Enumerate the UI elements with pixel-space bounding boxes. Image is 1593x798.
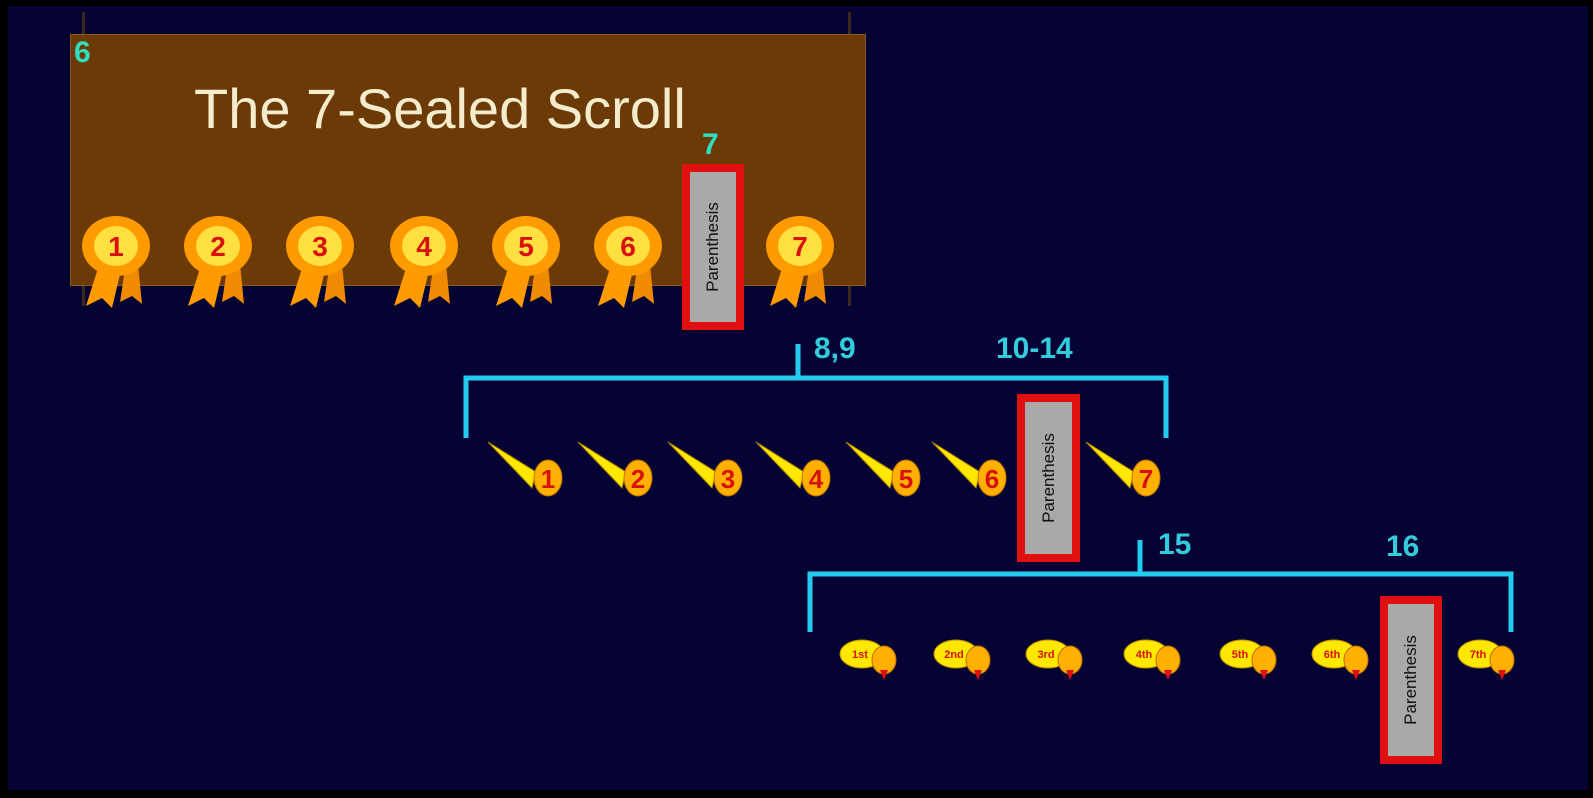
- seal-number: 6: [620, 231, 636, 262]
- seal-number: 7: [792, 231, 808, 262]
- trumpets-bracket: [463, 375, 1169, 438]
- bowl-1: 1st: [839, 639, 897, 680]
- trumpets-chapter-label: 8,9: [814, 332, 856, 365]
- trumpets-parenthesis-box: Parenthesis: [1017, 394, 1080, 562]
- bowls-bracket: [807, 571, 1514, 632]
- seal-2: 2: [184, 216, 252, 308]
- trumpets-parenthesis-chapter: 10-14: [996, 332, 1073, 365]
- trumpet-number: 1: [541, 464, 555, 494]
- seal-number: 2: [210, 231, 226, 262]
- seal-1: 1: [82, 216, 150, 308]
- scroll-rod-right-top: [848, 12, 851, 36]
- scroll-parenthesis-chapter: 7: [702, 128, 719, 161]
- bowl-number: 5th: [1232, 649, 1249, 661]
- scroll-rod-left-bottom: [82, 284, 85, 306]
- trumpets-parenthesis-label: Parenthesis: [1038, 433, 1058, 523]
- bowl-number: 7th: [1470, 649, 1487, 661]
- bowls-parenthesis-chapter: 16: [1386, 530, 1420, 563]
- trumpet-5: 5: [845, 441, 921, 497]
- trumpet-number: 7: [1139, 464, 1153, 494]
- scroll-rod-right-bottom: [848, 284, 851, 306]
- scroll-title: The 7-Sealed Scroll: [194, 77, 686, 140]
- seal-number: 5: [518, 231, 534, 262]
- seal-3: 3: [286, 216, 354, 308]
- bowls-parenthesis-box: Parenthesis: [1380, 596, 1442, 764]
- trumpet-number: 4: [809, 464, 824, 494]
- trumpet-4: 4: [755, 441, 831, 497]
- trumpet-7: 7: [1085, 441, 1161, 497]
- seal-number: 3: [312, 231, 328, 262]
- trumpet-number: 3: [721, 464, 735, 494]
- trumpet-1: 1: [487, 441, 563, 497]
- seal-7: 7: [766, 216, 834, 308]
- bowl-3: 3rd: [1025, 639, 1083, 680]
- seal-6: 6: [594, 216, 662, 308]
- seal-number: 4: [416, 231, 432, 262]
- trumpet-3: 3: [667, 441, 743, 497]
- bowls-chapter-label: 15: [1158, 528, 1192, 561]
- bracket-lines: [463, 344, 1514, 632]
- trumpet-number: 2: [631, 464, 645, 494]
- trumpet-number: 5: [899, 464, 913, 494]
- scroll-rod-left-top: [82, 12, 85, 36]
- bowl-6: 6th: [1311, 639, 1369, 680]
- scroll-parenthesis-box: Parenthesis: [682, 164, 744, 330]
- trumpet-2: 2: [577, 441, 653, 497]
- trumpet-number: 6: [985, 464, 999, 494]
- trumpet-6: 6: [931, 441, 1007, 497]
- bowl-2: 2nd: [933, 639, 991, 680]
- diagram-canvas: 6 The 7-Sealed Scroll 7 Parenthesis 1 2 3 4…: [8, 6, 1588, 790]
- scroll-chapter-label: 6: [74, 36, 91, 69]
- bowl-5: 5th: [1219, 639, 1277, 680]
- bowl-number: 6th: [1324, 649, 1341, 661]
- bowls-parenthesis-label: Parenthesis: [1401, 635, 1420, 725]
- bowl-number: 3rd: [1037, 649, 1054, 661]
- bowl-4: 4th: [1123, 639, 1181, 680]
- bowl-number: 1st: [852, 649, 868, 661]
- bowl-7: 7th: [1457, 639, 1515, 680]
- bowl-number: 2nd: [944, 649, 964, 661]
- seal-number: 1: [108, 231, 124, 262]
- seal-5: 5: [492, 216, 560, 308]
- bowl-number: 4th: [1136, 649, 1153, 661]
- seal-4: 4: [390, 216, 458, 308]
